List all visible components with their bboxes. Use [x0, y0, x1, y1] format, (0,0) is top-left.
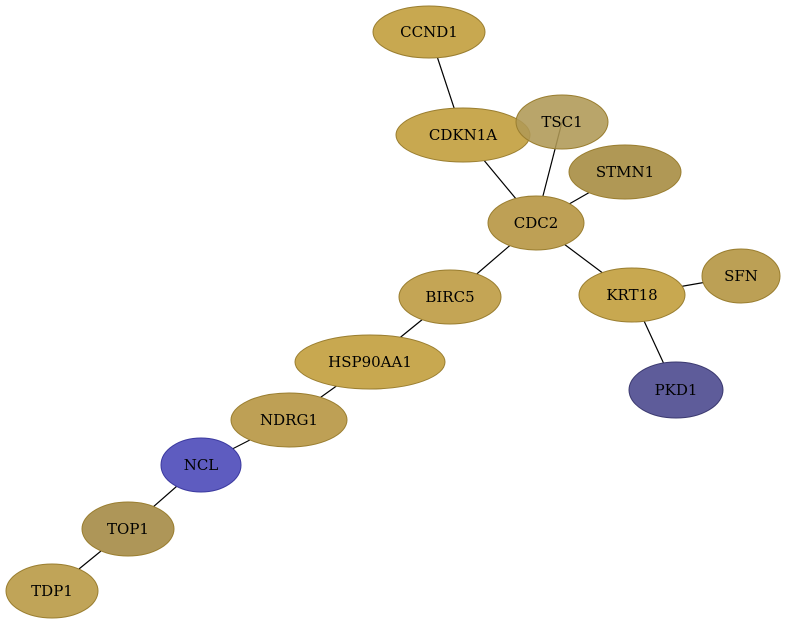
- node-ellipse: [160, 437, 242, 493]
- node-label: CDC2: [514, 214, 559, 232]
- node-ellipse: [515, 94, 609, 150]
- node-ellipse: [372, 5, 486, 59]
- node-ellipse: [628, 361, 724, 419]
- node-ellipse: [398, 269, 502, 325]
- node-label: KRT18: [606, 286, 657, 304]
- node-pkd1[interactable]: PKD1: [628, 361, 724, 419]
- node-label: SFN: [724, 267, 758, 285]
- node-cdc2[interactable]: CDC2: [487, 195, 585, 251]
- node-ellipse: [701, 248, 781, 304]
- node-label: BIRC5: [425, 288, 474, 306]
- node-label: TSC1: [541, 113, 582, 131]
- node-ellipse: [5, 563, 99, 619]
- node-ellipse: [487, 195, 585, 251]
- node-label: CDKN1A: [429, 126, 497, 144]
- node-tsc1[interactable]: TSC1: [515, 94, 609, 150]
- node-ndrg1[interactable]: NDRG1: [230, 392, 348, 448]
- node-top1[interactable]: TOP1: [81, 501, 175, 557]
- node-ccnd1[interactable]: CCND1: [372, 5, 486, 59]
- node-ncl[interactable]: NCL: [160, 437, 242, 493]
- node-sfn[interactable]: SFN: [701, 248, 781, 304]
- node-ellipse: [230, 392, 348, 448]
- node-cdkn1a[interactable]: CDKN1A: [395, 107, 531, 163]
- node-ellipse: [568, 144, 682, 200]
- node-tdp1[interactable]: TDP1: [5, 563, 99, 619]
- node-birc5[interactable]: BIRC5: [398, 269, 502, 325]
- node-ellipse: [81, 501, 175, 557]
- node-label: TDP1: [31, 582, 73, 600]
- node-ellipse: [578, 267, 686, 323]
- node-label: HSP90AA1: [328, 353, 412, 371]
- node-label: STMN1: [596, 163, 654, 181]
- node-label: TOP1: [107, 520, 149, 538]
- node-label: PKD1: [655, 381, 698, 399]
- node-label: NDRG1: [260, 411, 318, 429]
- node-ellipse: [294, 334, 446, 390]
- node-label: NCL: [184, 456, 219, 474]
- node-label: CCND1: [400, 23, 458, 41]
- node-hsp90aa1[interactable]: HSP90AA1: [294, 334, 446, 390]
- node-stmn1[interactable]: STMN1: [568, 144, 682, 200]
- node-krt18[interactable]: KRT18: [578, 267, 686, 323]
